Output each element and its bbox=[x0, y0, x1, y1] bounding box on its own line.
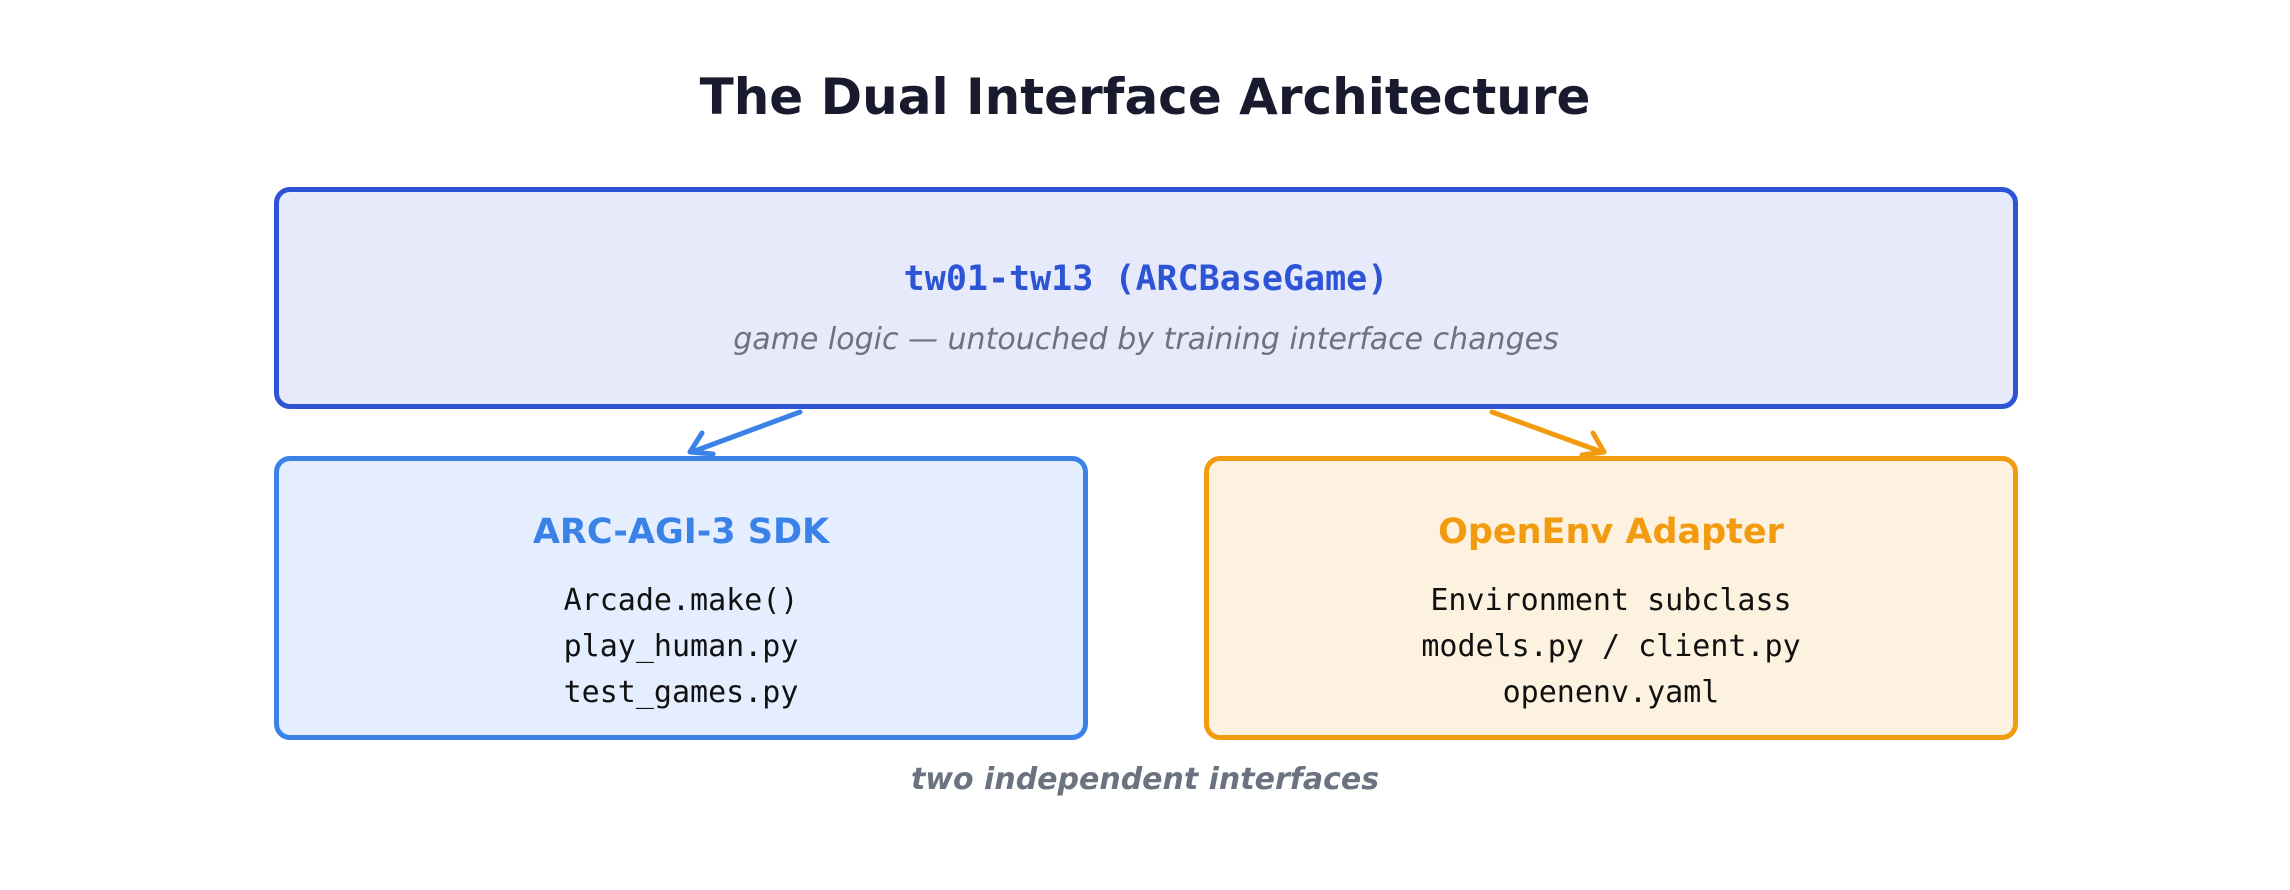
openenv-line: Environment subclass bbox=[1430, 583, 1792, 618]
openenv-line: models.py / client.py bbox=[1421, 629, 1801, 664]
sdk-line: test_games.py bbox=[563, 675, 799, 710]
arrow-to-sdk bbox=[687, 409, 803, 457]
sdk-lines: Arcade.make() play_human.py test_games.p… bbox=[279, 578, 1083, 716]
openenv-line: openenv.yaml bbox=[1502, 675, 1720, 710]
footer-caption: two independent interfaces bbox=[910, 762, 1380, 797]
openenv-box: OpenEnv Adapter Environment subclass mod… bbox=[1204, 456, 2018, 740]
openenv-title: OpenEnv Adapter bbox=[1438, 512, 1784, 552]
diagram-title: The Dual Interface Architecture bbox=[699, 68, 1591, 126]
openenv-lines: Environment subclass models.py / client.… bbox=[1209, 578, 2013, 716]
game-logic-box: tw01-tw13 (ARCBaseGame) game logic — unt… bbox=[274, 187, 2018, 409]
game-logic-subtitle: game logic — untouched by training inter… bbox=[733, 322, 1559, 357]
game-logic-title: tw01-tw13 (ARCBaseGame) bbox=[903, 259, 1389, 299]
arrow-to-openenv bbox=[1489, 409, 1607, 458]
sdk-line: play_human.py bbox=[563, 629, 799, 664]
sdk-box: ARC-AGI-3 SDK Arcade.make() play_human.p… bbox=[274, 456, 1088, 740]
sdk-line: Arcade.make() bbox=[563, 583, 799, 618]
sdk-title: ARC-AGI-3 SDK bbox=[532, 512, 830, 552]
